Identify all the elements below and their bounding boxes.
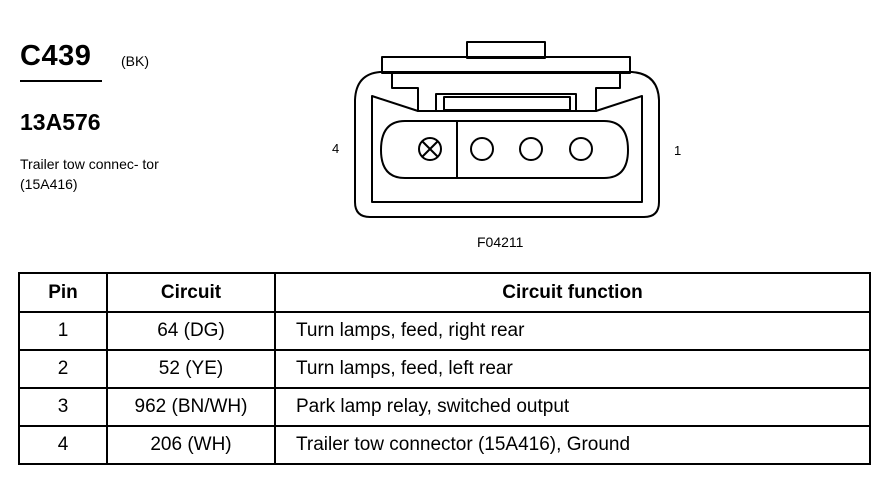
connector-description: Trailer tow connec- tor (15A416) [20, 156, 159, 192]
circuit-function-cell: Turn lamps, feed, right rear [274, 311, 871, 351]
circuit-cell: 52 (YE) [106, 349, 276, 389]
column-header-pin: Pin [18, 272, 108, 313]
table-row: 1 64 (DG) Turn lamps, feed, right rear [18, 311, 871, 351]
pin-cell: 1 [18, 311, 108, 351]
pin-cell: 4 [18, 425, 108, 465]
pin-3-cavity [470, 137, 494, 161]
table-row: 2 52 (YE) Turn lamps, feed, left rear [18, 349, 871, 389]
circuit-cell: 64 (DG) [106, 311, 276, 351]
connector-color: (BK) [121, 53, 149, 69]
circuit-function-cell: Turn lamps, feed, left rear [274, 349, 871, 389]
column-header-circuit: Circuit [106, 272, 276, 313]
pin-2-cavity [519, 137, 543, 161]
connector-top-tab [466, 41, 546, 59]
connector-top-rail [381, 56, 631, 74]
pin-4-label: 4 [332, 141, 340, 156]
pin-circuit-table: Pin Circuit Circuit function 1 64 (DG) T… [18, 272, 871, 465]
circuit-function-cell: Trailer tow connector (15A416), Ground [274, 425, 871, 465]
pin-cell: 2 [18, 349, 108, 389]
pin-1-cavity [569, 137, 593, 161]
connector-latch [391, 74, 621, 112]
circuit-cell: 962 (BN/WH) [106, 387, 276, 427]
pin-4-plug-mark [421, 140, 439, 158]
connector-id: C439 [20, 40, 92, 72]
table-row: 4 206 (WH) Trailer tow connector (15A416… [18, 425, 871, 465]
pin-1-label: 1 [674, 143, 682, 158]
part-number: 13A576 [20, 109, 101, 135]
pin-4-cavity-plugged [418, 137, 442, 161]
column-header-circuit-function: Circuit function [274, 272, 871, 313]
circuit-function-cell: Park lamp relay, switched output [274, 387, 871, 427]
connector-cavity-insert [380, 120, 629, 179]
table-row: 3 962 (BN/WH) Park lamp relay, switched … [18, 387, 871, 427]
connector-face-diagram [354, 41, 660, 218]
pin-cell: 3 [18, 387, 108, 427]
connector-id-underline [20, 80, 102, 82]
connector-shell [354, 71, 660, 218]
table-header-row: Pin Circuit Circuit function [18, 272, 871, 313]
circuit-cell: 206 (WH) [106, 425, 276, 465]
connector-latch-slot [443, 96, 571, 111]
connector-inner-housing [371, 95, 643, 203]
figure-number: F04211 [477, 234, 524, 250]
